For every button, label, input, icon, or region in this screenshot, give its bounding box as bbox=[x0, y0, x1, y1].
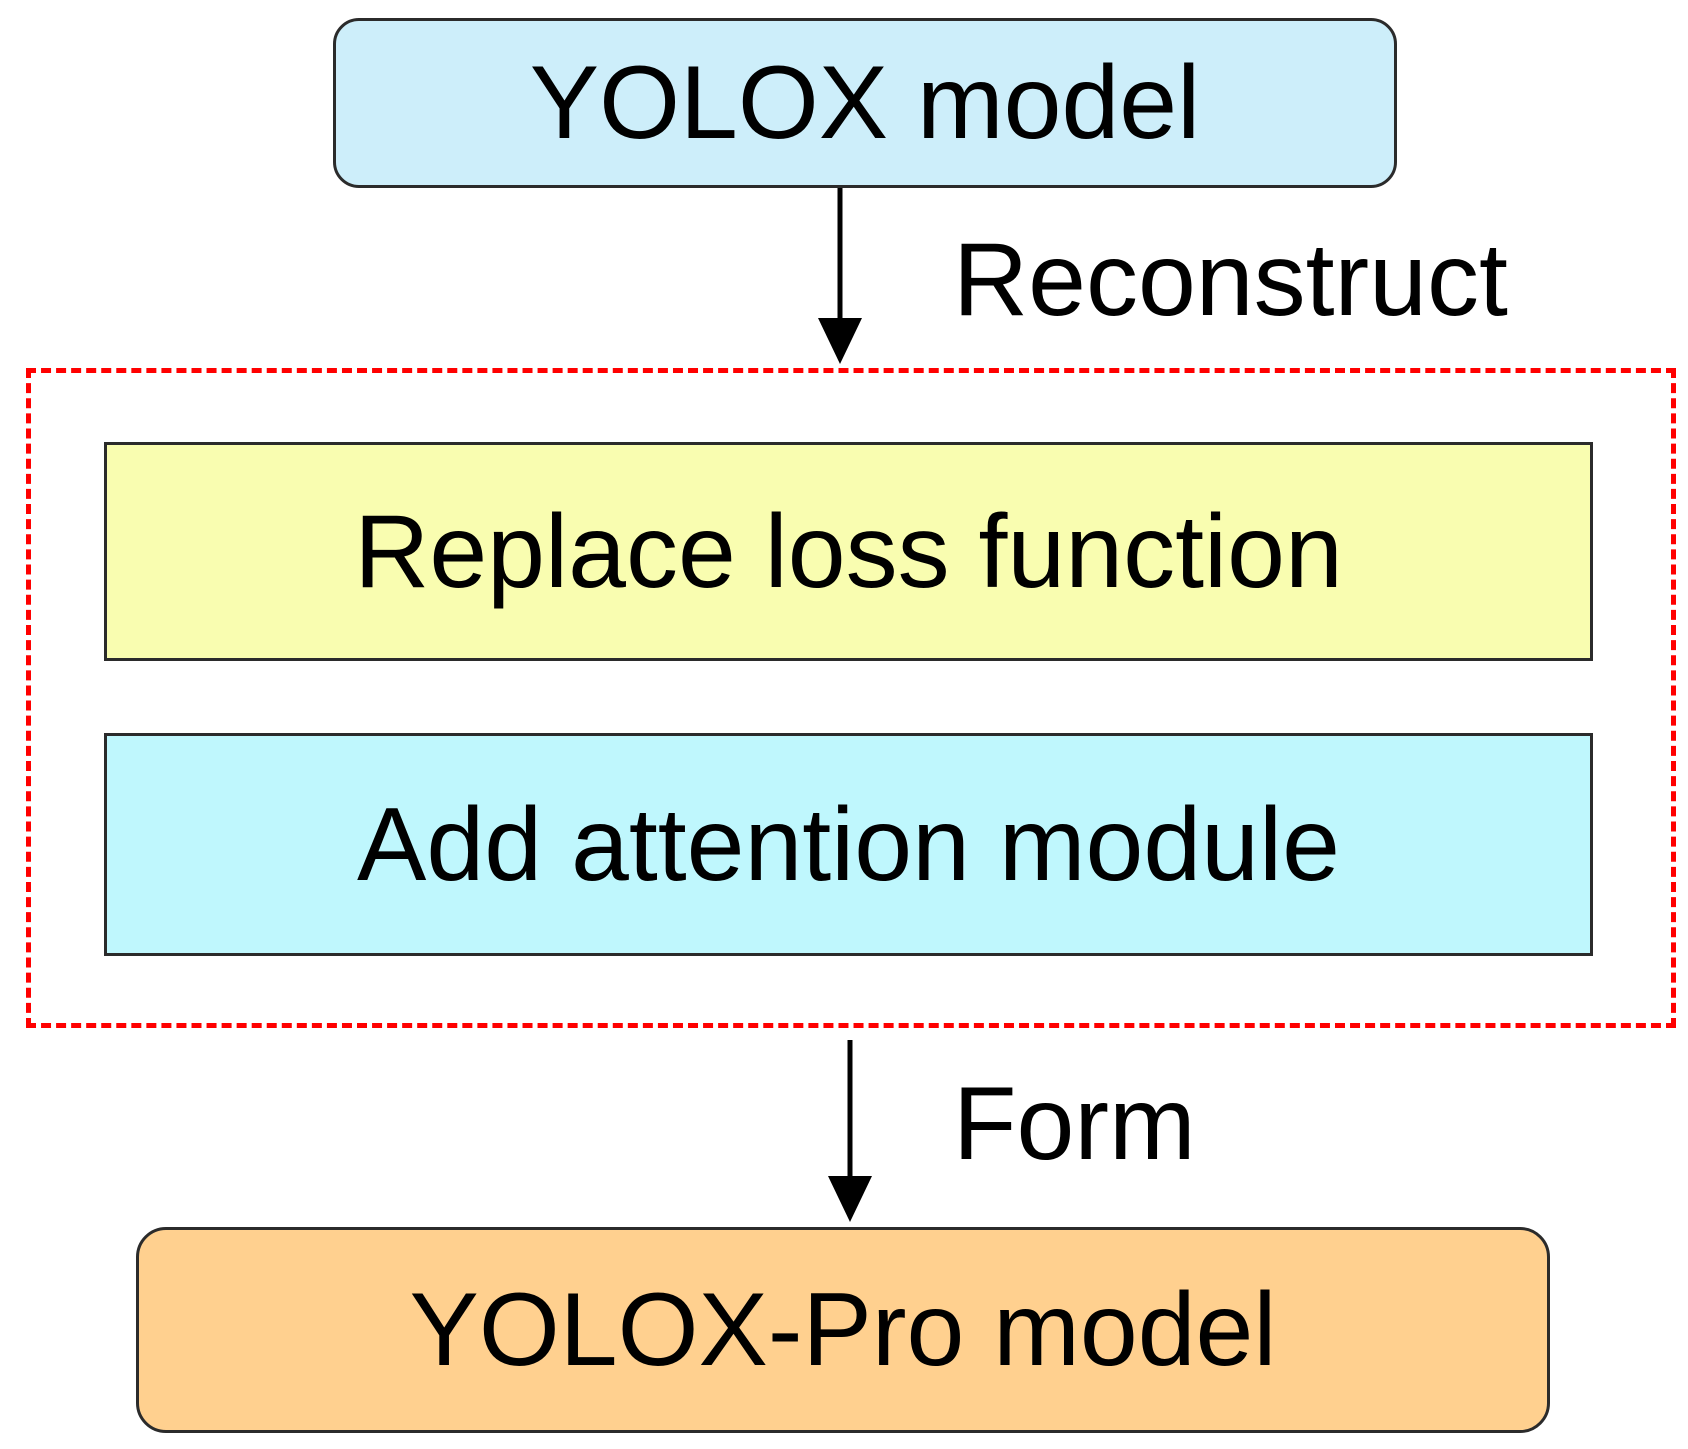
yolox-pro-model-label: YOLOX-Pro model bbox=[409, 1272, 1277, 1388]
replace-loss-function-node: Replace loss function bbox=[104, 442, 1593, 661]
edge-reconstruct-arrow bbox=[818, 188, 862, 364]
add-attention-module-node: Add attention module bbox=[104, 733, 1593, 956]
edge-label-reconstruct: Reconstruct bbox=[953, 222, 1508, 338]
replace-loss-function-label: Replace loss function bbox=[354, 493, 1343, 610]
reconstruct-group bbox=[26, 368, 1676, 1028]
add-attention-module-label: Add attention module bbox=[357, 786, 1340, 903]
yolox-pro-model-node: YOLOX-Pro model bbox=[136, 1227, 1550, 1433]
edge-form-arrow bbox=[828, 1040, 872, 1222]
yolox-model-node: YOLOX model bbox=[333, 18, 1397, 188]
yolox-model-label: YOLOX model bbox=[529, 45, 1201, 161]
edge-label-form: Form bbox=[953, 1066, 1196, 1182]
